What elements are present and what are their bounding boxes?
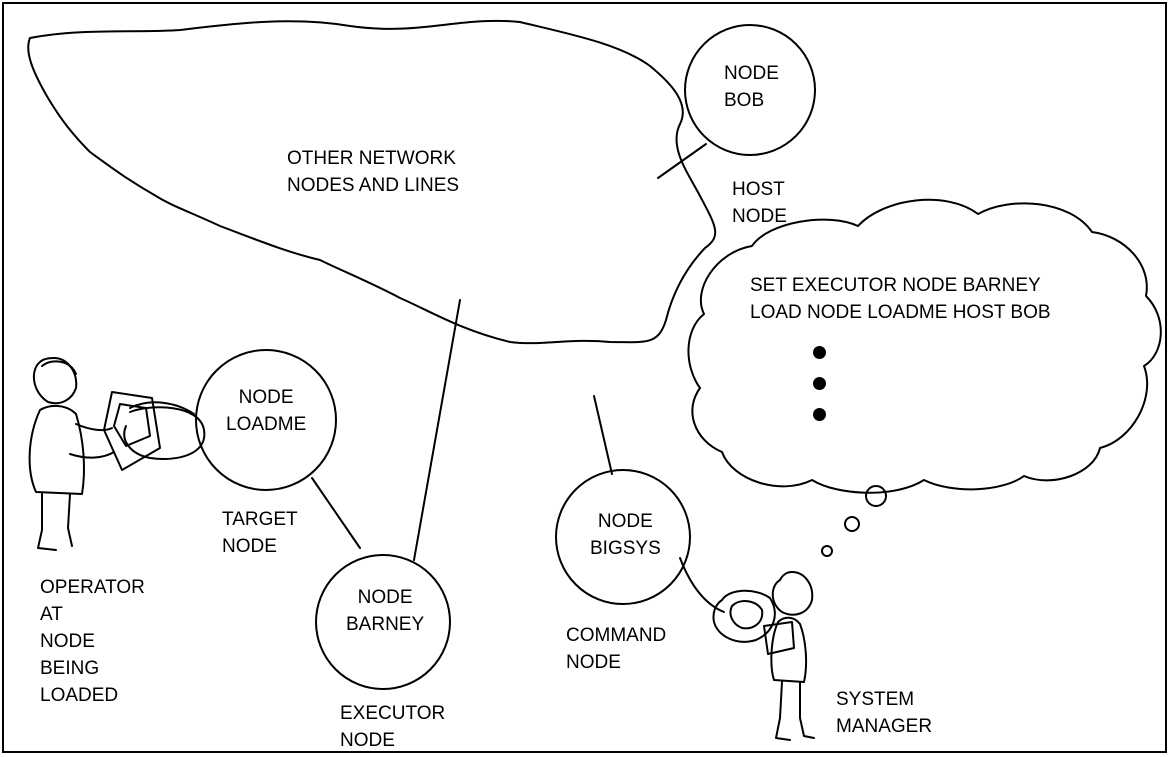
link-bob-cloud: [657, 143, 707, 179]
command-line-1: SET EXECUTOR NODE BARNEY: [750, 275, 1041, 296]
continuation-dot: [813, 377, 826, 390]
host-node-label: HOST NODE: [732, 179, 787, 227]
link-loadme-barney: [311, 477, 361, 549]
continuation-dot: [813, 346, 826, 359]
system-manager-label: SYSTEM MANAGER: [836, 689, 933, 737]
cloud-label: OTHER NETWORK NODES AND LINES: [287, 148, 460, 196]
node-barney-circle: [315, 554, 451, 690]
executor-node-label: EXECUTOR NODE: [340, 703, 446, 751]
thought-bubble-medium: [844, 516, 860, 532]
manager-figure-icon: [763, 571, 815, 741]
operator-figure-icon: [28, 357, 115, 551]
node-bob-label: NODE BOB: [724, 63, 779, 111]
node-bigsys-circle: [555, 469, 691, 605]
continuation-dot: [813, 408, 826, 421]
node-loadme-circle: [195, 349, 337, 491]
node-barney-label: NODE BARNEY: [346, 587, 425, 635]
command-line-2: LOAD NODE LOADME HOST BOB: [750, 302, 1051, 323]
manager-terminal-icon: [679, 557, 776, 643]
network-cloud: [27, 19, 717, 345]
thought-cloud: [687, 198, 1162, 494]
operator-label: OPERATOR AT NODE BEING LOADED: [40, 577, 145, 706]
link-barney-cloud: [413, 299, 461, 561]
node-bigsys-label: NODE BIGSYS: [590, 511, 661, 559]
node-loadme-label: NODE LOADME: [226, 387, 307, 435]
thought-bubble-large: [865, 485, 887, 507]
command-node-label: COMMAND NODE: [566, 625, 667, 673]
thought-bubble-small: [821, 545, 833, 557]
node-bob-circle: [684, 24, 816, 156]
link-bigsys-cloud: [593, 395, 613, 475]
operator-terminal-icon: [103, 391, 206, 471]
target-node-label: TARGET NODE: [222, 509, 298, 557]
